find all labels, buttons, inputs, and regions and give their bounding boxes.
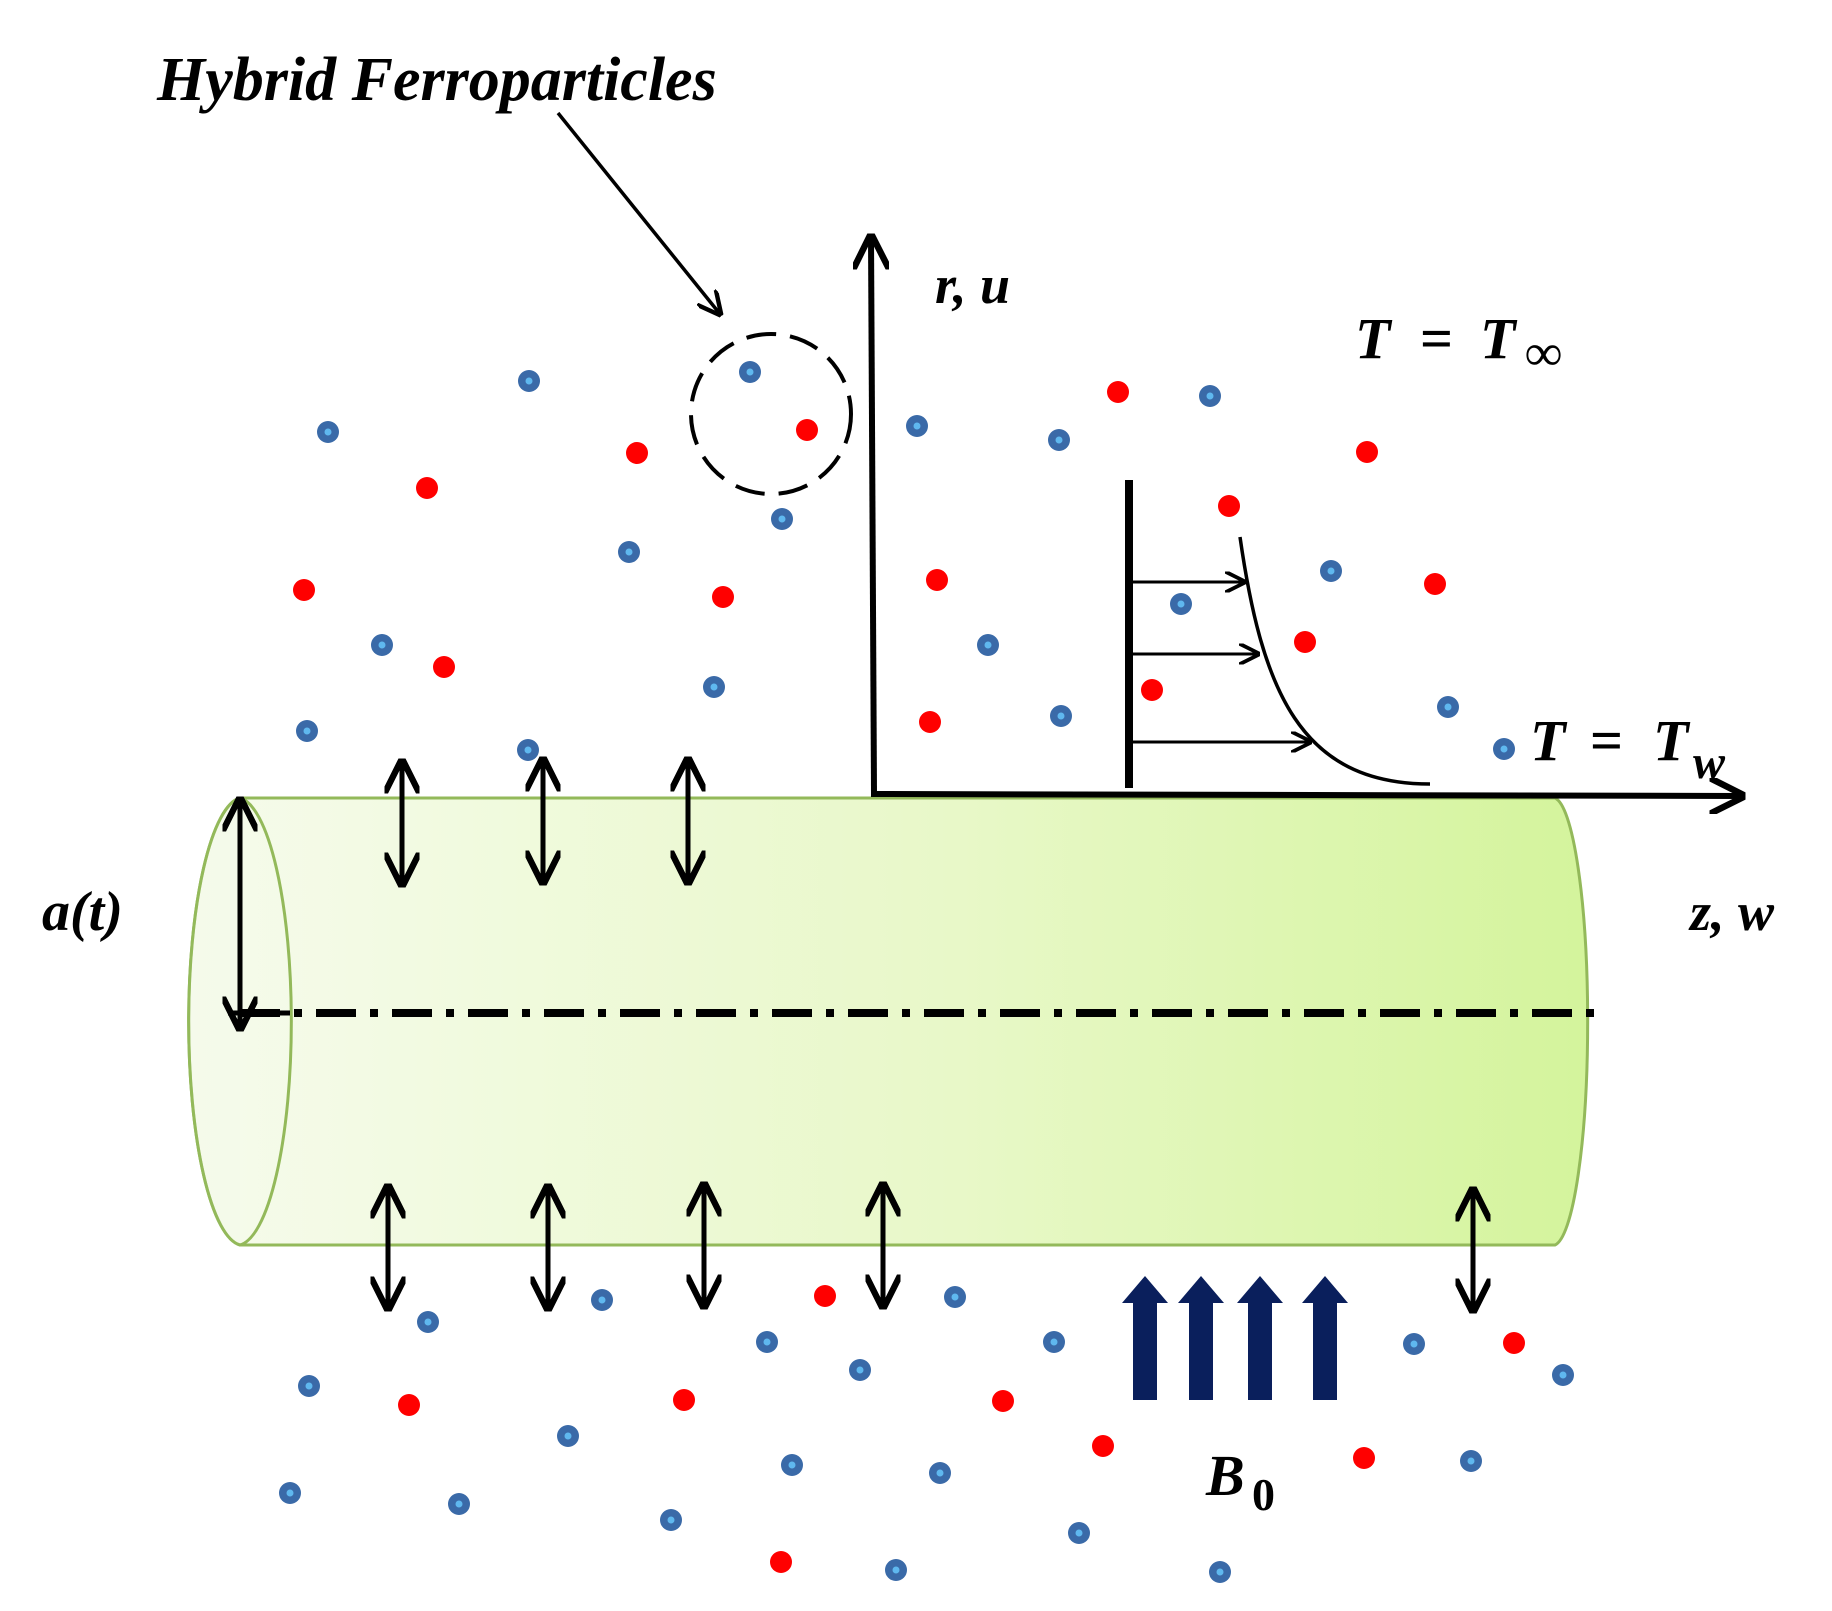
axial-axis-label: z, w [1688, 882, 1775, 942]
field-arrow-1 [1122, 1276, 1168, 1400]
blue-particle [756, 1331, 778, 1353]
highlight-circle [689, 332, 853, 496]
blue-particle [1199, 385, 1221, 407]
blue-particle [739, 361, 761, 383]
blue-particle [279, 1482, 301, 1504]
svg-text:0: 0 [1252, 1469, 1275, 1520]
red-particle [1141, 679, 1163, 701]
blue-particle [1493, 738, 1515, 760]
blue-particle [298, 1375, 320, 1397]
svg-text:w: w [1693, 736, 1726, 789]
radius-indicator [228, 800, 290, 1028]
blue-particle [1068, 1522, 1090, 1544]
cylinder-body [187, 796, 1590, 1247]
title-label: Hybrid Ferroparticles [156, 46, 717, 114]
field-arrow-3 [1237, 1276, 1283, 1400]
red-particle [1424, 573, 1446, 595]
blue-particle [417, 1311, 439, 1333]
blue-particle [906, 415, 928, 437]
red-particle [673, 1389, 695, 1411]
blue-particle [1170, 593, 1192, 615]
blue-particle [1320, 560, 1342, 582]
svg-text:T: T [1355, 306, 1393, 371]
particle-highlight [556, 111, 853, 496]
z-axis [870, 794, 1742, 796]
red-particle [293, 579, 315, 601]
radius-label: a(t) [42, 881, 123, 943]
red-particle [1353, 1447, 1375, 1469]
blue-particle [317, 421, 339, 443]
red-particle [814, 1285, 836, 1307]
red-particle [1356, 441, 1378, 463]
red-particle [1294, 631, 1316, 653]
coordinate-axes [871, 237, 1742, 796]
svg-text:∞: ∞ [1525, 325, 1562, 382]
blue-particle [518, 370, 540, 392]
cylinder-end-face-rim [187, 796, 241, 1247]
radial-axis-label: r, u [935, 255, 1010, 315]
blue-particle [1209, 1561, 1231, 1583]
blue-particle [1050, 705, 1072, 727]
svg-text:=: = [1590, 708, 1623, 773]
blue-particle [557, 1425, 579, 1447]
blue-particle [703, 676, 725, 698]
magnetic-field-label: B 0 [1205, 1443, 1275, 1520]
blue-particle [944, 1286, 966, 1308]
blue-particle [448, 1493, 470, 1515]
blue-particle [849, 1359, 871, 1381]
blue-particle [929, 1462, 951, 1484]
pointer-arrow [556, 111, 720, 314]
field-arrow-4 [1302, 1276, 1348, 1400]
blue-particle [1043, 1331, 1065, 1353]
red-particle [626, 442, 648, 464]
r-axis [871, 237, 874, 795]
red-particle [919, 711, 941, 733]
svg-text:T: T [1530, 708, 1568, 773]
cylinder-end-face [239, 796, 293, 1247]
red-particle [398, 1394, 420, 1416]
red-particle [1218, 495, 1240, 517]
blue-particle [517, 739, 539, 761]
blue-particle [296, 720, 318, 742]
blue-particle [1403, 1333, 1425, 1355]
wall-temperature-label: T = T w [1530, 708, 1726, 789]
red-particle [712, 586, 734, 608]
red-particle [1503, 1332, 1525, 1354]
red-particle [416, 477, 438, 499]
wall-motion-arrows [388, 760, 1473, 1310]
blue-particle [1048, 429, 1070, 451]
red-particle [796, 419, 818, 441]
profile-curve [1238, 536, 1431, 786]
red-particle [1107, 381, 1129, 403]
blue-particle [618, 541, 640, 563]
blue-particle [371, 634, 393, 656]
svg-text:T: T [1653, 708, 1691, 773]
blue-particle [660, 1509, 682, 1531]
red-particle [992, 1390, 1014, 1412]
svg-text:B: B [1205, 1443, 1245, 1508]
red-particle [1092, 1435, 1114, 1457]
velocity-profile [1125, 480, 1431, 788]
blue-particle [781, 1454, 803, 1476]
particles [279, 361, 1574, 1583]
svg-text:=: = [1420, 306, 1453, 371]
blue-particle [591, 1289, 613, 1311]
blue-particle [1437, 696, 1459, 718]
red-particle [433, 656, 455, 678]
blue-particle [885, 1559, 907, 1581]
ambient-temperature-label: T = T ∞ [1355, 306, 1562, 382]
blue-particle [1460, 1450, 1482, 1472]
magnetic-field-arrows [1122, 1276, 1348, 1400]
blue-particle [977, 634, 999, 656]
red-particle [926, 569, 948, 591]
red-particle [770, 1551, 792, 1573]
svg-text:T: T [1480, 306, 1518, 371]
field-arrow-2 [1178, 1276, 1224, 1400]
blue-particle [771, 508, 793, 530]
blue-particle [1552, 1364, 1574, 1386]
